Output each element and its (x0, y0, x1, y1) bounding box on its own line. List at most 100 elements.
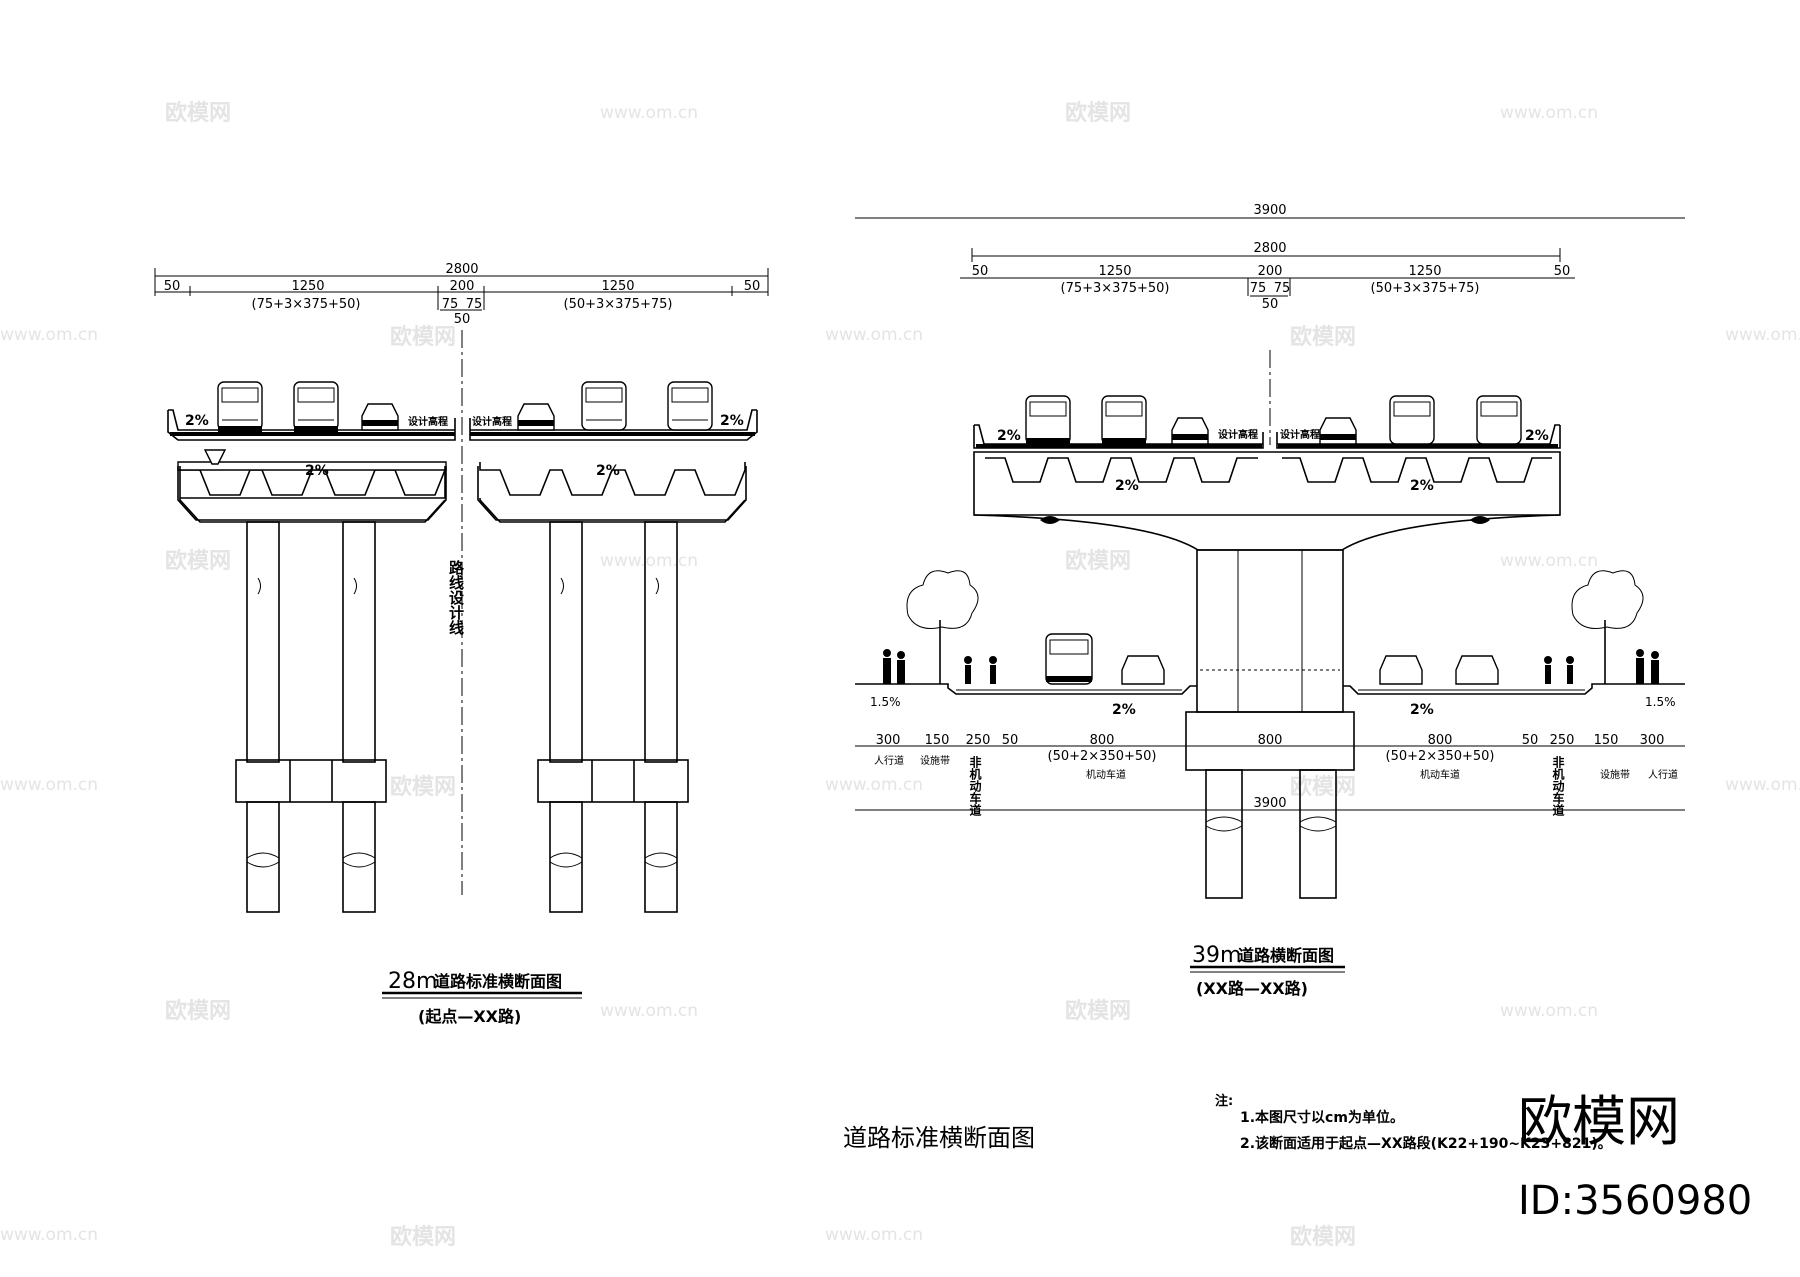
right-dimension-chain-ground: 300 150 250 50 800 800 800 50 250 150 30… (855, 733, 1685, 817)
left-sub-left: (75+3×375+50) (252, 297, 361, 312)
car-icon (1121, 655, 1165, 685)
watermark-site: www.om.cn (825, 775, 923, 795)
pedestrian-icon (1636, 649, 1659, 684)
right-slope-lane-a: 2% (1112, 702, 1136, 718)
left-slope-girder-b: 2% (596, 463, 620, 479)
left-section-28m: 2800 50 1250 200 1250 50 (75+3×375+50) 7… (154, 262, 769, 1026)
car-icon (361, 403, 399, 431)
left-title-num: 28m (388, 969, 437, 994)
left-total-dim: 2800 (445, 262, 478, 277)
left-sub-50: 50 (454, 312, 471, 327)
watermark-brand: 欧模网 (1290, 774, 1356, 800)
right-sub-50: 50 (1262, 297, 1279, 312)
right-slope-deck-b: 2% (1525, 428, 1549, 444)
dim-800a: 800 (1090, 733, 1115, 748)
watermark-site: www.om.cn (0, 325, 98, 345)
left-design-elev-b: 设计高程 (472, 415, 512, 428)
left-dimension-chain: 2800 50 1250 200 1250 50 (75+3×375+50) 7… (154, 262, 769, 327)
notes-heading: 注: (1215, 1093, 1233, 1109)
car-icon (1455, 655, 1499, 685)
bus-icon (1045, 633, 1093, 685)
watermark-site: www.om.cn (825, 1225, 923, 1245)
watermark-layer: 欧模网 www.om.cn 欧模网 www.om.cn www.om.cn 欧模… (0, 100, 1800, 1250)
left-sub-right: (50+3×375+75) (564, 297, 673, 312)
right-section-39m: 3900 2800 50 1250 200 1250 50 (75+3×375+… (855, 203, 1685, 998)
dim-250b: 250 (1550, 733, 1575, 748)
right-dim-50b: 50 (1554, 264, 1571, 279)
watermark-brand: 欧模网 (1065, 998, 1131, 1024)
right-total-bottom: 3900 (1253, 796, 1286, 811)
dim-800c: 800 (1428, 733, 1453, 748)
watermark-site: www.om.cn (600, 1001, 698, 1021)
left-sub-75a: 75 (442, 297, 459, 312)
left-subtitle: (起点—XX路) (418, 1007, 521, 1026)
dim-150b: 150 (1594, 733, 1619, 748)
right-sub-right: (50+3×375+75) (1371, 281, 1480, 296)
right-subtitle: (XX路—XX路) (1196, 979, 1308, 998)
label-facility-a: 设施带 (920, 754, 950, 767)
left-slope-deck-a: 2% (185, 413, 209, 429)
watermark-brand: 欧模网 (390, 324, 456, 350)
right-slope-girder-b: 2% (1410, 478, 1434, 494)
right-slope-deck-a: 2% (997, 428, 1021, 444)
bus-icon (217, 381, 263, 432)
left-dim-50b: 50 (744, 279, 761, 294)
right-dimension-chain-top: 3900 2800 50 1250 200 1250 50 (75+3×375+… (855, 203, 1685, 312)
left-title-text: 道路标准横断面图 (434, 972, 562, 991)
dim-300a: 300 (876, 733, 901, 748)
note-1: 1.本图尺寸以cm为单位。 (1240, 1109, 1404, 1126)
right-central-pier (1185, 549, 1355, 899)
left-cap-a-bottom (179, 498, 446, 523)
watermark-brand: 欧模网 (390, 1224, 456, 1250)
right-design-elev-a: 设计高程 (1218, 428, 1258, 441)
left-design-elev-a: 设计高程 (408, 415, 448, 428)
dim-250a: 250 (966, 733, 991, 748)
lane-sub-a: (50+2×350+50) (1048, 749, 1157, 764)
car-icon (1319, 417, 1357, 445)
dim-150a: 150 (925, 733, 950, 748)
watermark-site: www.om.cn (600, 551, 698, 571)
bus-icon (1476, 395, 1522, 445)
watermark-site: www.om.cn (600, 103, 698, 123)
label-nonmotor-b: 非机动车道 (1551, 755, 1565, 817)
bus-icon (293, 381, 339, 432)
watermark-site: www.om.cn (0, 775, 98, 795)
bus-icon (581, 381, 627, 431)
right-dim-200: 200 (1258, 264, 1283, 279)
watermark-site: www.om.cn (1500, 103, 1598, 123)
bus-icon (1389, 395, 1435, 445)
right-ground-road: 1.5% 2% 2% 1.5% (855, 570, 1685, 718)
label-motor-a: 机动车道 (1086, 768, 1126, 781)
left-piers (235, 521, 689, 913)
right-title-num: 39m (1192, 943, 1241, 968)
right-slope-lane-b: 2% (1410, 702, 1434, 718)
right-dim-1250a: 1250 (1098, 264, 1131, 279)
bus-icon (1025, 395, 1071, 445)
right-title-text: 道路横断面图 (1238, 946, 1334, 965)
right-deck-vehicles (1025, 395, 1522, 445)
right-total-2800: 2800 (1253, 241, 1286, 256)
left-sub-75b: 75 (466, 297, 483, 312)
watermark-brand: 欧模网 (1065, 548, 1131, 574)
left-dim-50a: 50 (164, 279, 181, 294)
left-dim-1250b: 1250 (601, 279, 634, 294)
bus-icon (667, 381, 713, 431)
left-dim-200: 200 (450, 279, 475, 294)
watermark-brand: 欧模网 (165, 100, 231, 126)
left-dim-1250a: 1250 (291, 279, 324, 294)
left-slope-girder-a: 2% (305, 463, 329, 479)
left-deck-vehicles (217, 381, 713, 432)
right-sub-75b: 75 (1274, 281, 1291, 296)
label-sidewalk-a: 人行道 (874, 754, 904, 767)
right-sub-left: (75+3×375+50) (1061, 281, 1170, 296)
right-dim-50a: 50 (972, 264, 989, 279)
pedestrian-icon (883, 649, 905, 684)
brand-id: ID:3560980 (1518, 1178, 1752, 1224)
right-slope-side-b: 1.5% (1645, 695, 1676, 709)
left-cap-a (179, 466, 446, 499)
tree-icon (1571, 570, 1644, 684)
right-slope-side-a: 1.5% (870, 695, 901, 709)
watermark-site: www.om.cn (1500, 551, 1598, 571)
car-icon (1379, 655, 1423, 685)
label-nonmotor-a: 非机动车道 (968, 755, 982, 817)
